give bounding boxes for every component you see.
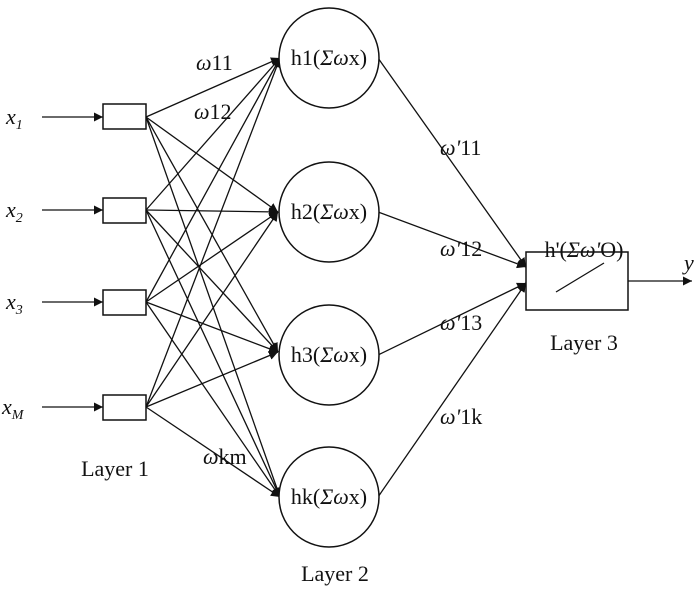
edge-h3-out: [377, 282, 527, 356]
weight-label-w11: ω11: [196, 50, 233, 75]
weight-label-wp12: ω'12: [440, 236, 482, 261]
layer3-label: Layer 3: [550, 330, 618, 355]
hidden-node-label-h2: h2(Σωx): [291, 199, 367, 224]
edge-x3-h3: [145, 301, 279, 354]
weight-label-wp13: ω'13: [440, 310, 482, 335]
edge-xM-h1: [145, 57, 281, 408]
weight-labels: ω11 ω12 ωkm ω'11 ω'12 ω'13 ω'1k: [194, 50, 482, 469]
edge-x2-h2: [145, 207, 279, 217]
input-node-M: [102, 394, 147, 421]
input-label-xM: xM: [1, 394, 25, 423]
layer3-node: h'(Σω'O): [525, 237, 629, 311]
hidden-node-label-hk: hk(Σωx): [291, 484, 367, 509]
input-label-x1: x1: [5, 104, 23, 133]
edge-x3-h1: [145, 57, 281, 303]
hidden-output-connections: [377, 57, 527, 498]
layer2-label: Layer 2: [301, 561, 369, 586]
linear-activation-icon: [555, 262, 605, 293]
layer1-boxes: [102, 103, 147, 421]
edge-x1-h1: [145, 57, 281, 118]
edge-h2-out: [377, 211, 527, 269]
layer2-nodes: [278, 7, 380, 548]
edge-x1-h2: [145, 116, 279, 213]
edge-x3-hk: [145, 301, 281, 498]
output-node-label: h'(Σω'O): [545, 237, 624, 262]
edge-x2-h1: [145, 57, 281, 211]
hidden-node-h2: [278, 161, 380, 263]
edge-h1-out: [377, 57, 527, 268]
output-node: [525, 251, 629, 311]
hidden-node-hk: [278, 446, 380, 548]
weight-label-wkm: ωkm: [203, 444, 247, 469]
edge-xM-h2: [145, 211, 279, 408]
hidden-node-h3: [278, 304, 380, 406]
edge-x2-h3: [145, 209, 279, 353]
edge-xM-h3: [145, 351, 279, 408]
layer2-labels: h1(Σωx) h2(Σωx) h3(Σωx) hk(Σωx): [291, 45, 367, 509]
edge-x2-hk: [145, 209, 281, 498]
edge-xM-hk: [145, 406, 281, 498]
weight-label-wp1k: ω'1k: [440, 404, 482, 429]
layer1-label: Layer 1: [81, 456, 149, 481]
hidden-node-label-h3: h3(Σωx): [291, 342, 367, 367]
weight-label-w12: ω12: [194, 99, 232, 124]
output-label-y: y: [682, 250, 694, 275]
edge-x3-h2: [145, 211, 279, 303]
layer-labels: Layer 1 Layer 2 Layer 3: [81, 330, 618, 586]
input-node-1: [102, 103, 147, 130]
edge-hk-out: [377, 282, 527, 498]
input-arrows: [42, 112, 103, 412]
hidden-node-label-h1: h1(Σωx): [291, 45, 367, 70]
input-label-x3: x3: [5, 289, 23, 318]
input-labels: x1 x2 x3 xM: [1, 104, 25, 423]
input-hidden-connections: [145, 57, 282, 498]
hidden-node-h1: [278, 7, 380, 109]
input-node-3: [102, 289, 147, 316]
weight-label-wp11: ω'11: [440, 135, 481, 160]
input-label-x2: x2: [5, 197, 23, 226]
input-node-2: [102, 197, 147, 224]
